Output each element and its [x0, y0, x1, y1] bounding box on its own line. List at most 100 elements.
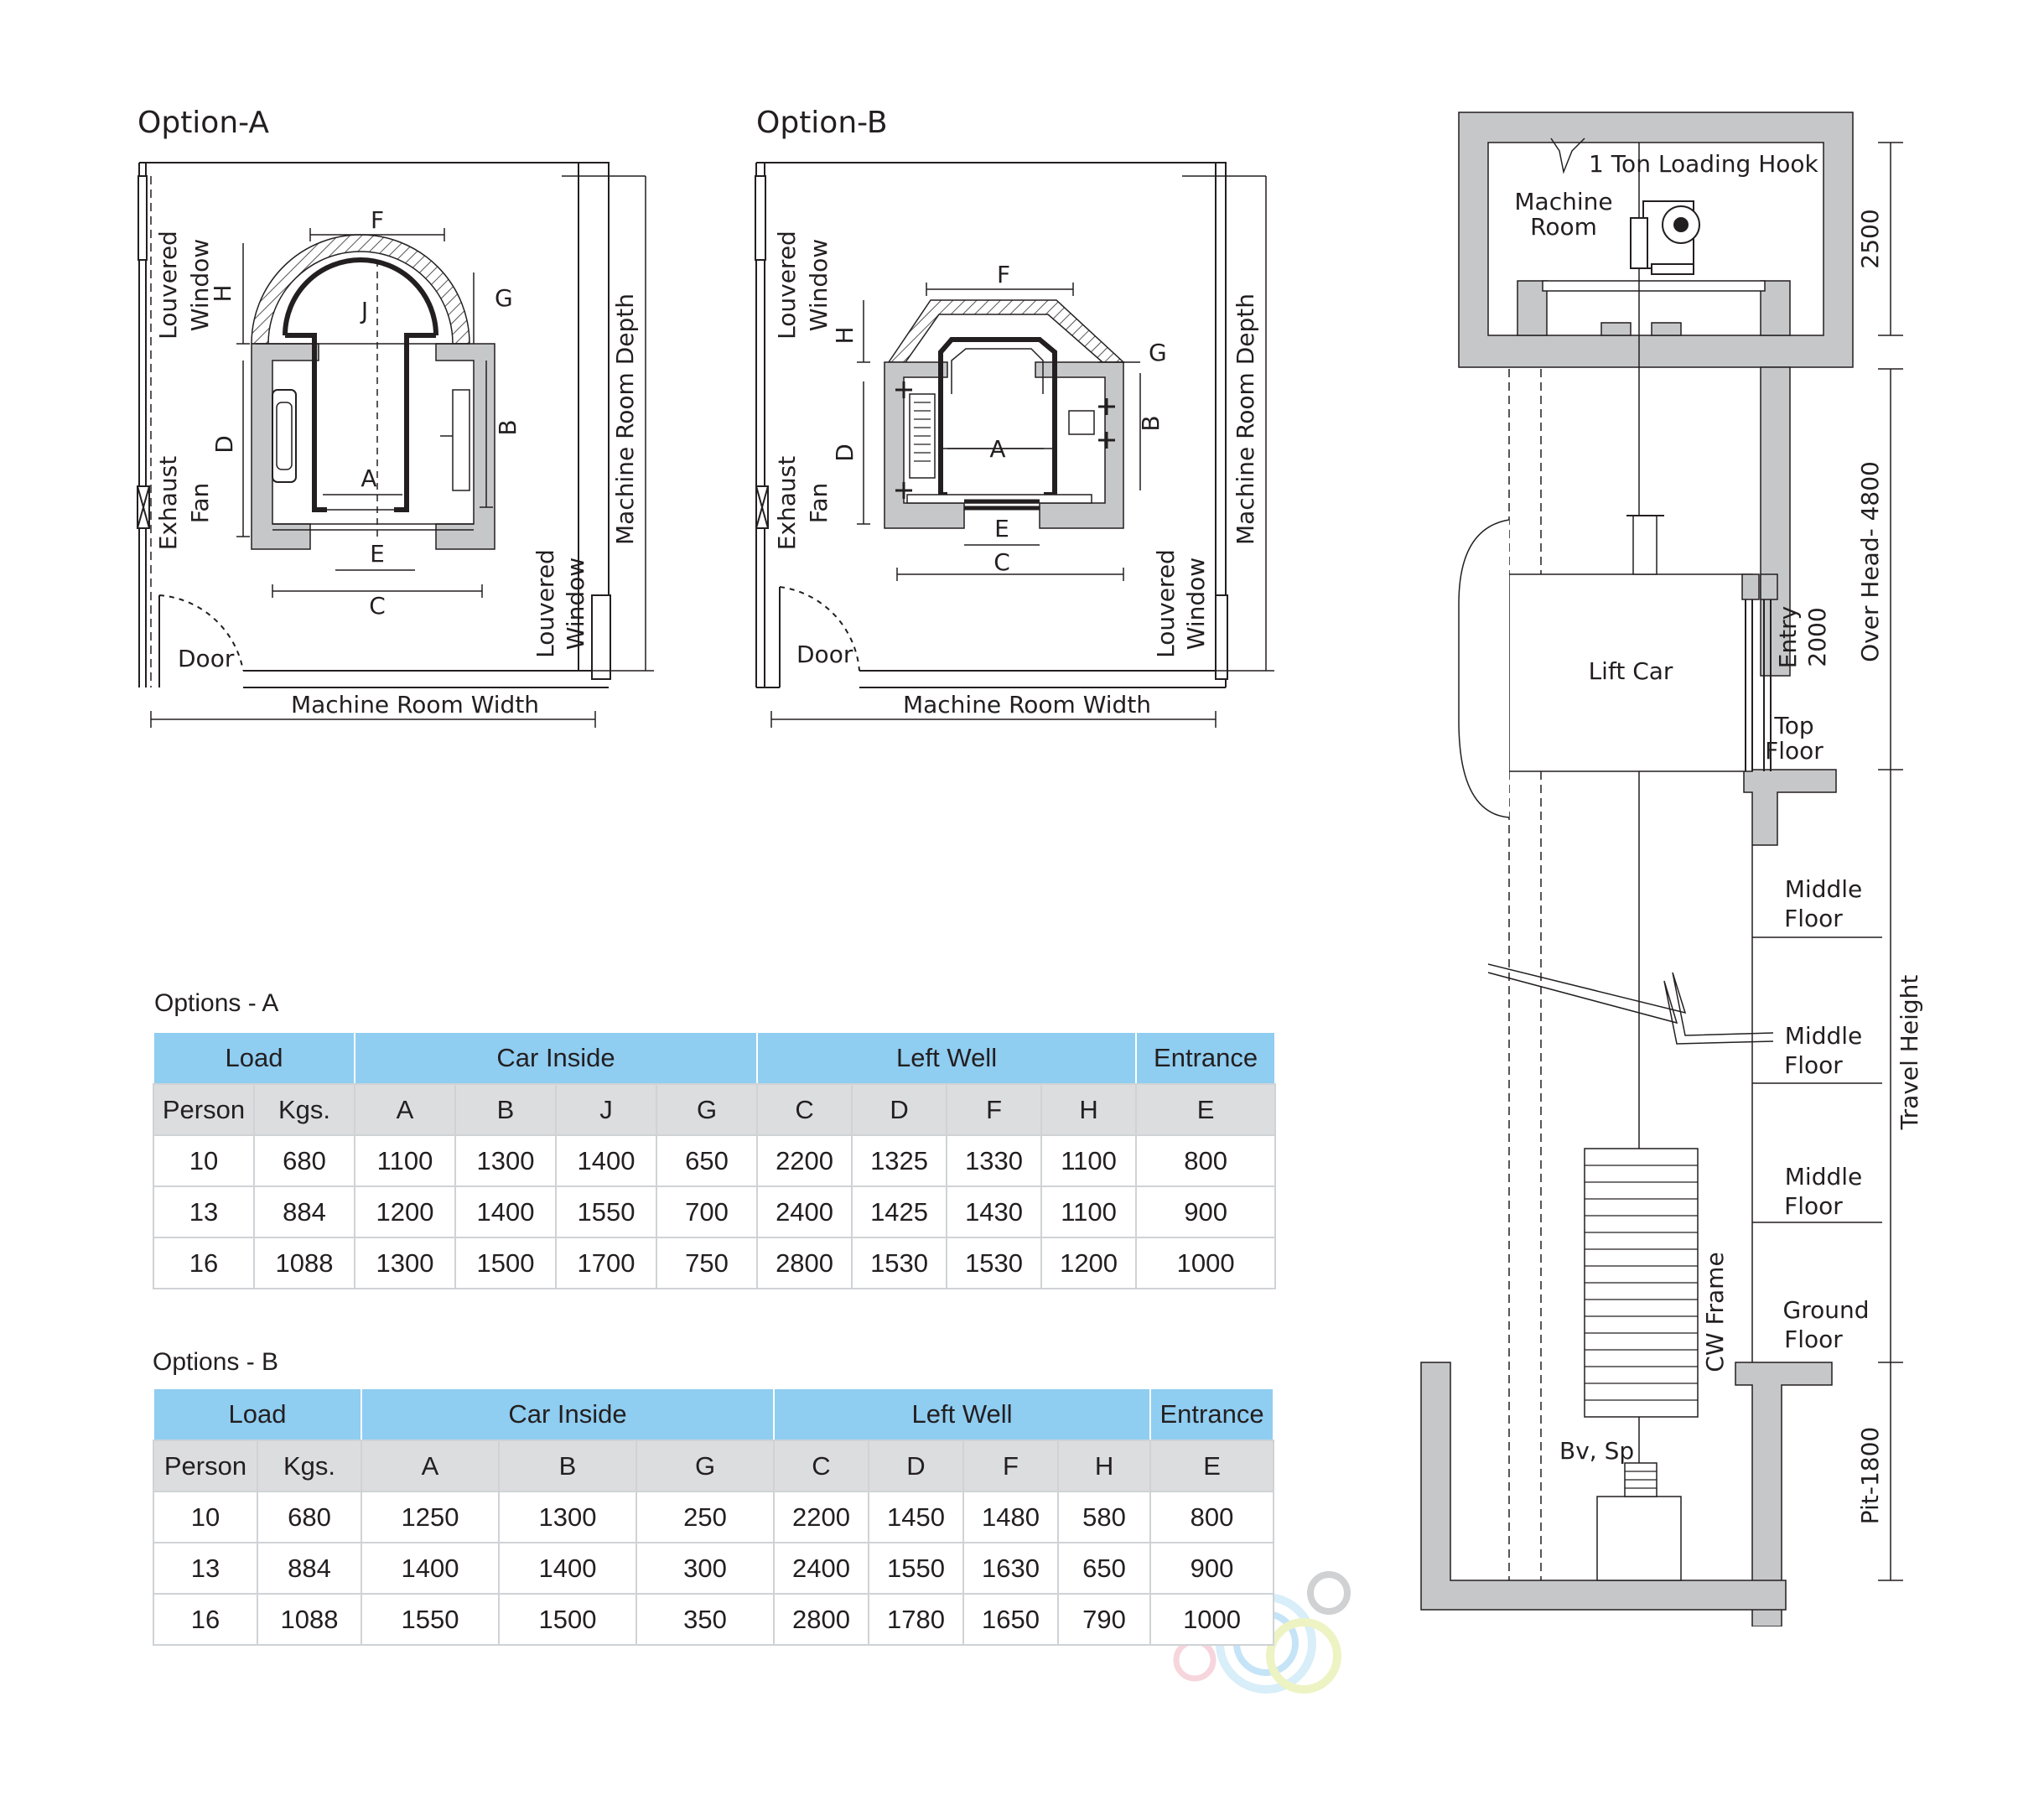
table-b: Load Car Inside Left Well Entrance Perso… [153, 1388, 1275, 1646]
group-car-inside: Car Inside [353, 1031, 759, 1085]
cell: 1100 [354, 1134, 456, 1187]
cell: 1100 [1040, 1185, 1138, 1238]
col-person: Person [153, 1440, 258, 1492]
louvered-window-top-icon [137, 175, 148, 261]
cell: 800 [1135, 1134, 1277, 1187]
dim-c-label: C [369, 592, 386, 620]
dim-d-label-b: D [831, 444, 859, 462]
cell: 900 [1149, 1542, 1275, 1595]
top-floor-label-2: Floor [1765, 737, 1824, 765]
col-e: E [1149, 1440, 1275, 1492]
cell: 1200 [354, 1185, 456, 1238]
cell: 1530 [946, 1237, 1043, 1289]
door-icon-b [779, 586, 860, 687]
cell: 1200 [1040, 1237, 1138, 1289]
col-c: C [756, 1083, 853, 1136]
loading-hook-label: 1 Ton Loading Hook [1589, 150, 1819, 178]
col-a: A [354, 1083, 456, 1136]
col-d: D [851, 1083, 948, 1136]
exhaust-fan-label-1: Exhaust [154, 456, 182, 551]
exhaust-fan-icon-b [755, 485, 769, 529]
cell: 2200 [773, 1491, 869, 1543]
exhaust-fan-label-b-1: Exhaust [773, 456, 801, 551]
travel-height-label: Travel Height [1896, 975, 1923, 1131]
cell: 700 [655, 1185, 759, 1238]
cell: 1000 [1135, 1237, 1277, 1289]
louvered-window-bottom-label-b-1: Louvered [1152, 549, 1180, 658]
cell: 16 [153, 1593, 258, 1646]
dim-2500-label: 2500 [1856, 209, 1884, 268]
cell: 2200 [756, 1134, 853, 1187]
table-b-column-row: Person Kgs. A B G C D F H E [153, 1440, 1275, 1492]
door-label-b: Door [796, 641, 853, 668]
cell: 1500 [498, 1593, 637, 1646]
cell: 1330 [946, 1134, 1043, 1187]
col-kgs: Kgs. [257, 1440, 362, 1492]
cell: 10 [153, 1134, 255, 1187]
group-load: Load [153, 1388, 362, 1441]
cell: 580 [1056, 1491, 1152, 1543]
cell: 2400 [773, 1542, 869, 1595]
cell: 1550 [361, 1593, 500, 1646]
machine-room-label-2: Room [1530, 213, 1597, 241]
cw-frame-label: CW Frame [1701, 1252, 1729, 1372]
machine-room-depth-label: Machine Room Depth [611, 293, 639, 545]
col-h: H [1056, 1440, 1152, 1492]
group-car-inside: Car Inside [361, 1388, 775, 1441]
cell: 1700 [555, 1237, 657, 1289]
col-c: C [773, 1440, 869, 1492]
over-head-label: Over Head- 4800 [1856, 461, 1884, 662]
cell: 1325 [851, 1134, 948, 1187]
cell: 1450 [868, 1491, 964, 1543]
cell: 300 [636, 1542, 775, 1595]
col-b: B [454, 1083, 557, 1136]
col-g: G [636, 1440, 775, 1492]
cell: 2400 [756, 1185, 853, 1238]
cell: 1480 [962, 1491, 1059, 1543]
cell: 1400 [498, 1542, 637, 1595]
louvered-window-top-icon-b [755, 175, 766, 261]
cw-frame-weights [1585, 1165, 1698, 1401]
col-f: F [946, 1083, 1043, 1136]
col-kgs: Kgs. [253, 1083, 355, 1136]
table-a-column-row: Person Kgs. A B J G C D F H E [153, 1083, 1277, 1136]
dim-b-label-b: B [1137, 415, 1165, 431]
col-g: G [655, 1083, 759, 1136]
col-b: B [498, 1440, 637, 1492]
cell: 1300 [354, 1237, 456, 1289]
louvered-window-bottom-label-2: Window [562, 558, 589, 650]
dim-f-label-b: F [997, 261, 1010, 288]
dim-j-label: J [360, 297, 368, 324]
louvered-window-bottom-icon-b [1215, 594, 1228, 680]
cell: 1550 [868, 1542, 964, 1595]
middle-floor-1-label-2: Floor [1784, 905, 1843, 932]
louvered-window-top-label-b-1: Louvered [773, 231, 801, 340]
middle-floor-1-label-1: Middle [1785, 875, 1863, 903]
group-left-well: Left Well [772, 1388, 1152, 1441]
machine-room-width-label: Machine Room Width [291, 691, 539, 719]
cell: 1650 [962, 1593, 1059, 1646]
table-b-group-row: Load Car Inside Left Well Entrance [153, 1388, 1275, 1441]
cell: 1430 [946, 1185, 1043, 1238]
cell: 1088 [257, 1593, 362, 1646]
middle-floor-2-label-2: Floor [1784, 1051, 1843, 1079]
option-b-plan: F H G D B A E C Louvered Window Exhaust … [755, 162, 1274, 728]
cell: 790 [1056, 1593, 1152, 1646]
louvered-window-top-label-b-2: Window [805, 239, 833, 331]
machine-room-label-1: Machine [1514, 188, 1612, 215]
cell: 750 [655, 1237, 759, 1289]
cell: 1400 [361, 1542, 500, 1595]
ground-floor-label-2: Floor [1784, 1325, 1843, 1353]
door-icon [158, 594, 244, 687]
dim-c-label-b: C [993, 548, 1010, 576]
lift-section-view: 1 Ton Loading Hook Machine Room Lift Car… [1420, 112, 1923, 1626]
cell: 1088 [253, 1237, 355, 1289]
table-a-title: Options - A [154, 989, 279, 1017]
lift-car-label: Lift Car [1589, 657, 1673, 685]
cell: 1000 [1149, 1593, 1275, 1646]
